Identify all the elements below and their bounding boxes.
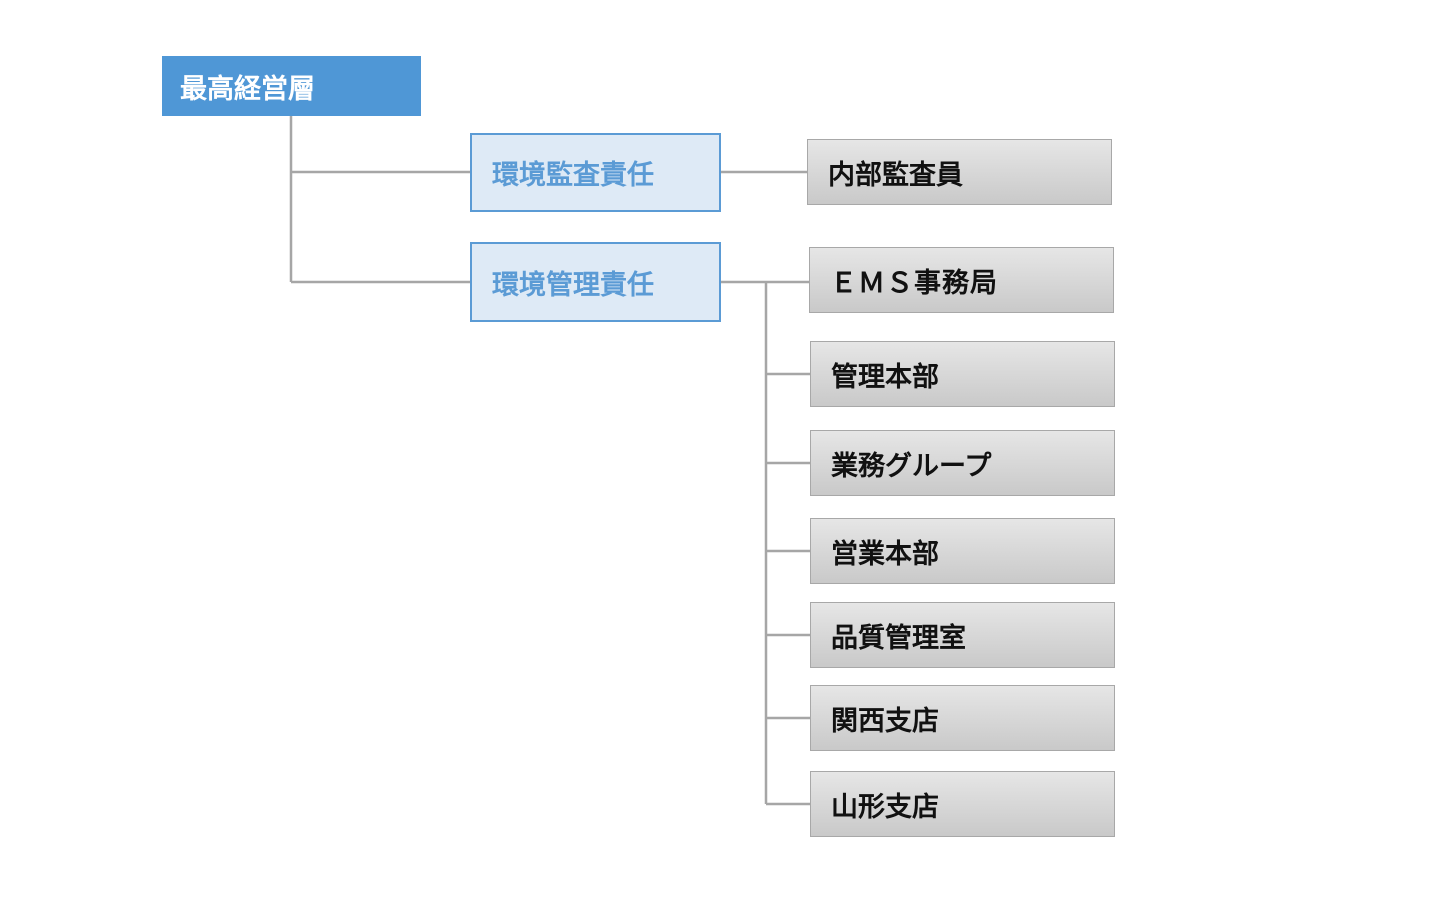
business-group-label: 業務グループ (831, 450, 992, 482)
sales-hq-box: 営業本部 (810, 518, 1115, 584)
top-management-box: 最高経営層 (162, 56, 421, 116)
admin-hq-label: 管理本部 (831, 361, 939, 393)
quality-office-label: 品質管理室 (831, 622, 966, 654)
ems-office-box: ＥＭＳ事務局 (809, 247, 1114, 313)
env-manager-box: 環境管理責任 (470, 242, 721, 322)
kansai-branch-box: 関西支店 (810, 685, 1115, 751)
admin-hq-box: 管理本部 (810, 341, 1115, 407)
yamagata-branch-box: 山形支店 (810, 771, 1115, 837)
kansai-branch-label: 関西支店 (831, 705, 939, 737)
yamagata-branch-label: 山形支店 (831, 791, 939, 823)
top-management-label: 最高経営層 (180, 73, 315, 105)
business-group-box: 業務グループ (810, 430, 1115, 496)
internal-auditor-label: 内部監査員 (828, 159, 963, 191)
audit-manager-box: 環境監査責任 (470, 133, 721, 212)
env-manager-label: 環境管理責任 (492, 269, 654, 301)
internal-auditor-box: 内部監査員 (807, 139, 1112, 205)
quality-office-box: 品質管理室 (810, 602, 1115, 668)
audit-manager-label: 環境監査責任 (492, 160, 654, 191)
ems-office-label: ＥＭＳ事務局 (830, 267, 998, 299)
sales-hq-label: 営業本部 (831, 538, 939, 570)
